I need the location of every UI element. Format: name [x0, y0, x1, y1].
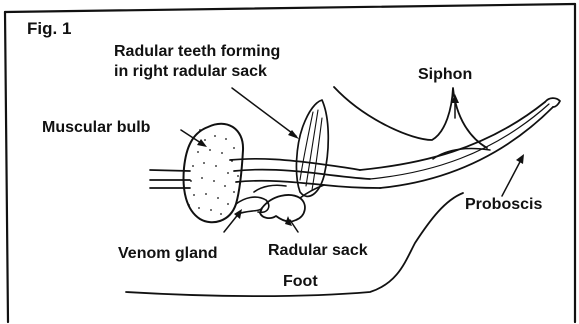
frame-top-edge — [5, 4, 575, 12]
muscular-bulb-stipple — [188, 129, 239, 215]
radular-teeth-line-2 — [312, 118, 322, 190]
figure-number-label: Fig. 1 — [27, 20, 71, 37]
proboscis-label: Proboscis — [465, 197, 542, 213]
venom-gland-loop-2 — [238, 208, 262, 214]
radular-teeth-line-1 — [306, 110, 318, 186]
radular-teeth-line-3 — [300, 112, 313, 180]
radular-teeth-label-line2: in right radular sack — [114, 64, 267, 80]
tube-lower — [236, 181, 380, 188]
venom-gland-duct — [254, 185, 286, 192]
muscular-bulb — [184, 124, 244, 223]
radular-teeth-sack — [296, 100, 328, 196]
proboscis — [360, 98, 560, 188]
siphon-label: Siphon — [418, 67, 472, 83]
venom-gland — [236, 185, 286, 214]
muscular-bulb-outline — [184, 124, 244, 223]
radular-sack-label: Radular sack — [268, 243, 368, 259]
venom-gland-label: Venom gland — [118, 246, 218, 262]
radular-teeth-label-line1: Radular teeth forming — [114, 44, 280, 60]
muscular-bulb-label: Muscular bulb — [42, 120, 150, 136]
arrow-proboscis-shaft — [502, 158, 522, 196]
tube-upper — [230, 159, 360, 170]
siphon-outline — [334, 87, 487, 148]
radular-sack-outline — [260, 195, 305, 221]
arrow-radular-sack-shaft — [290, 220, 298, 232]
arrow-radular-teeth-shaft — [232, 88, 296, 136]
foot-label: Foot — [283, 274, 318, 290]
frame-left-edge — [5, 12, 8, 322]
